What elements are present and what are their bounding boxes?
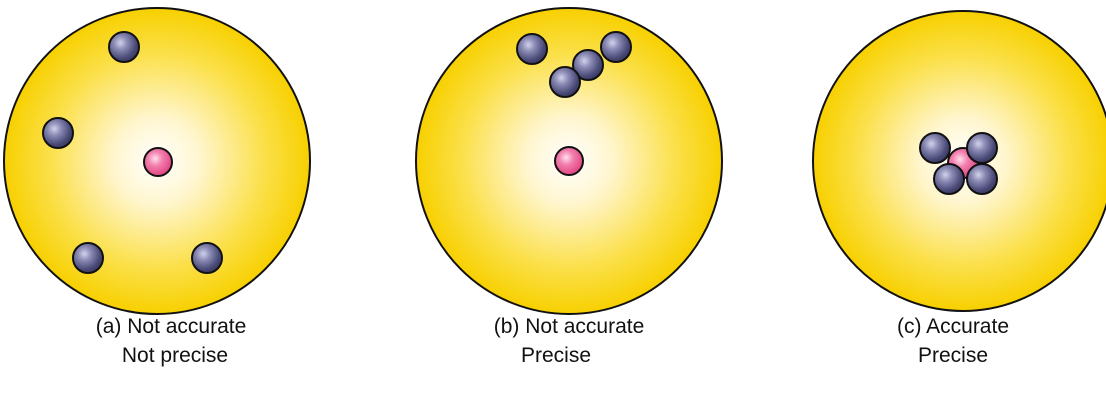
shot-b-3: [572, 49, 604, 81]
caption-c-line1: (c) Accurate: [896, 315, 1010, 338]
caption-c-line2: Precise: [917, 344, 989, 367]
shot-c-2: [966, 132, 998, 164]
shot-b-1: [516, 33, 548, 65]
caption-c: (c) Accurate Precise: [823, 312, 1083, 370]
panel-b: [415, 7, 723, 315]
shot-c-1: [919, 132, 951, 164]
caption-b-line2: Precise: [520, 344, 592, 367]
shot-b-4: [549, 66, 581, 98]
caption-b: (b) Not accurate Precise: [439, 312, 699, 370]
shot-c-4: [966, 163, 998, 195]
caption-b-line1: (b) Not accurate: [493, 315, 645, 338]
shot-a-4: [191, 242, 223, 274]
caption-a-line2: Not precise: [121, 344, 229, 367]
bullseye-b: [554, 146, 584, 176]
shot-a-1: [108, 31, 140, 63]
shot-a-2: [42, 117, 74, 149]
panel-c: [812, 10, 1106, 312]
shot-c-3: [933, 163, 965, 195]
panel-a: [3, 7, 311, 315]
caption-a: (a) Not accurate Not precise: [40, 312, 300, 370]
bullseye-a: [143, 147, 173, 177]
shot-b-2: [600, 31, 632, 63]
shot-a-3: [72, 242, 104, 274]
caption-a-line1: (a) Not accurate: [95, 315, 247, 338]
